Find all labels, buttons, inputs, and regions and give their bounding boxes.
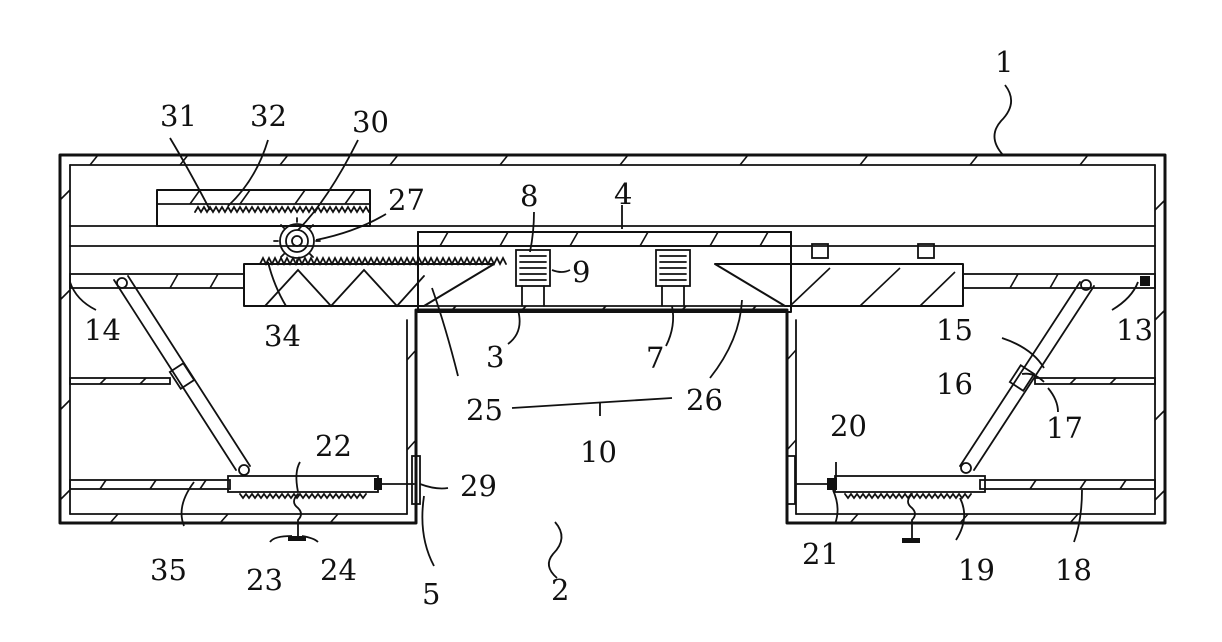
right-mid-shelf xyxy=(1034,377,1156,385)
label-2: 2 xyxy=(551,573,569,607)
spring-right xyxy=(655,249,691,307)
label-23: 23 xyxy=(246,563,283,597)
spring-left xyxy=(515,249,551,307)
leader-lines xyxy=(69,84,1139,579)
label-3: 3 xyxy=(486,340,504,374)
left-mid-shelf xyxy=(69,377,171,385)
label-13: 13 xyxy=(1116,313,1153,347)
label-29: 29 xyxy=(460,469,497,503)
gear xyxy=(273,217,321,265)
label-7: 7 xyxy=(646,341,664,375)
label-8: 8 xyxy=(520,179,538,213)
label-20: 20 xyxy=(830,409,867,443)
reference-labels: 1 2 3 4 5 7 8 9 10 13 14 15 16 17 18 19 … xyxy=(84,45,1153,611)
lifting-block xyxy=(415,231,935,313)
left-push-rod xyxy=(69,273,245,289)
left-wedge-slider xyxy=(243,255,507,308)
left-link-arm xyxy=(113,275,251,476)
label-18: 18 xyxy=(1055,553,1092,587)
label-24: 24 xyxy=(320,553,357,587)
label-14: 14 xyxy=(84,313,121,347)
label-30: 30 xyxy=(352,105,389,139)
label-10: 10 xyxy=(580,435,617,469)
label-9: 9 xyxy=(572,255,590,289)
label-19: 19 xyxy=(958,553,995,587)
right-wedge-slider xyxy=(714,263,964,307)
right-clamp-block xyxy=(786,455,986,543)
label-22: 22 xyxy=(315,429,352,463)
label-26: 26 xyxy=(686,383,723,417)
label-27: 27 xyxy=(388,183,425,217)
label-31: 31 xyxy=(160,99,197,133)
label-1: 1 xyxy=(995,45,1013,79)
label-35: 35 xyxy=(150,553,187,587)
outer-housing xyxy=(58,153,1167,525)
right-low-shelf xyxy=(979,479,1156,490)
guide-rail xyxy=(69,225,1156,247)
label-17: 17 xyxy=(1046,411,1083,445)
label-15: 15 xyxy=(936,313,973,347)
label-32: 32 xyxy=(250,99,287,133)
left-clamp-block xyxy=(227,455,421,541)
left-low-shelf xyxy=(69,479,231,490)
label-25: 25 xyxy=(466,393,503,427)
label-4: 4 xyxy=(614,177,632,211)
label-5: 5 xyxy=(422,577,440,611)
right-push-rod xyxy=(962,273,1156,289)
label-34: 34 xyxy=(264,319,301,353)
right-link-arm xyxy=(959,279,1095,474)
upper-rack-housing xyxy=(156,189,371,227)
label-16: 16 xyxy=(936,367,973,401)
label-21: 21 xyxy=(802,537,839,571)
